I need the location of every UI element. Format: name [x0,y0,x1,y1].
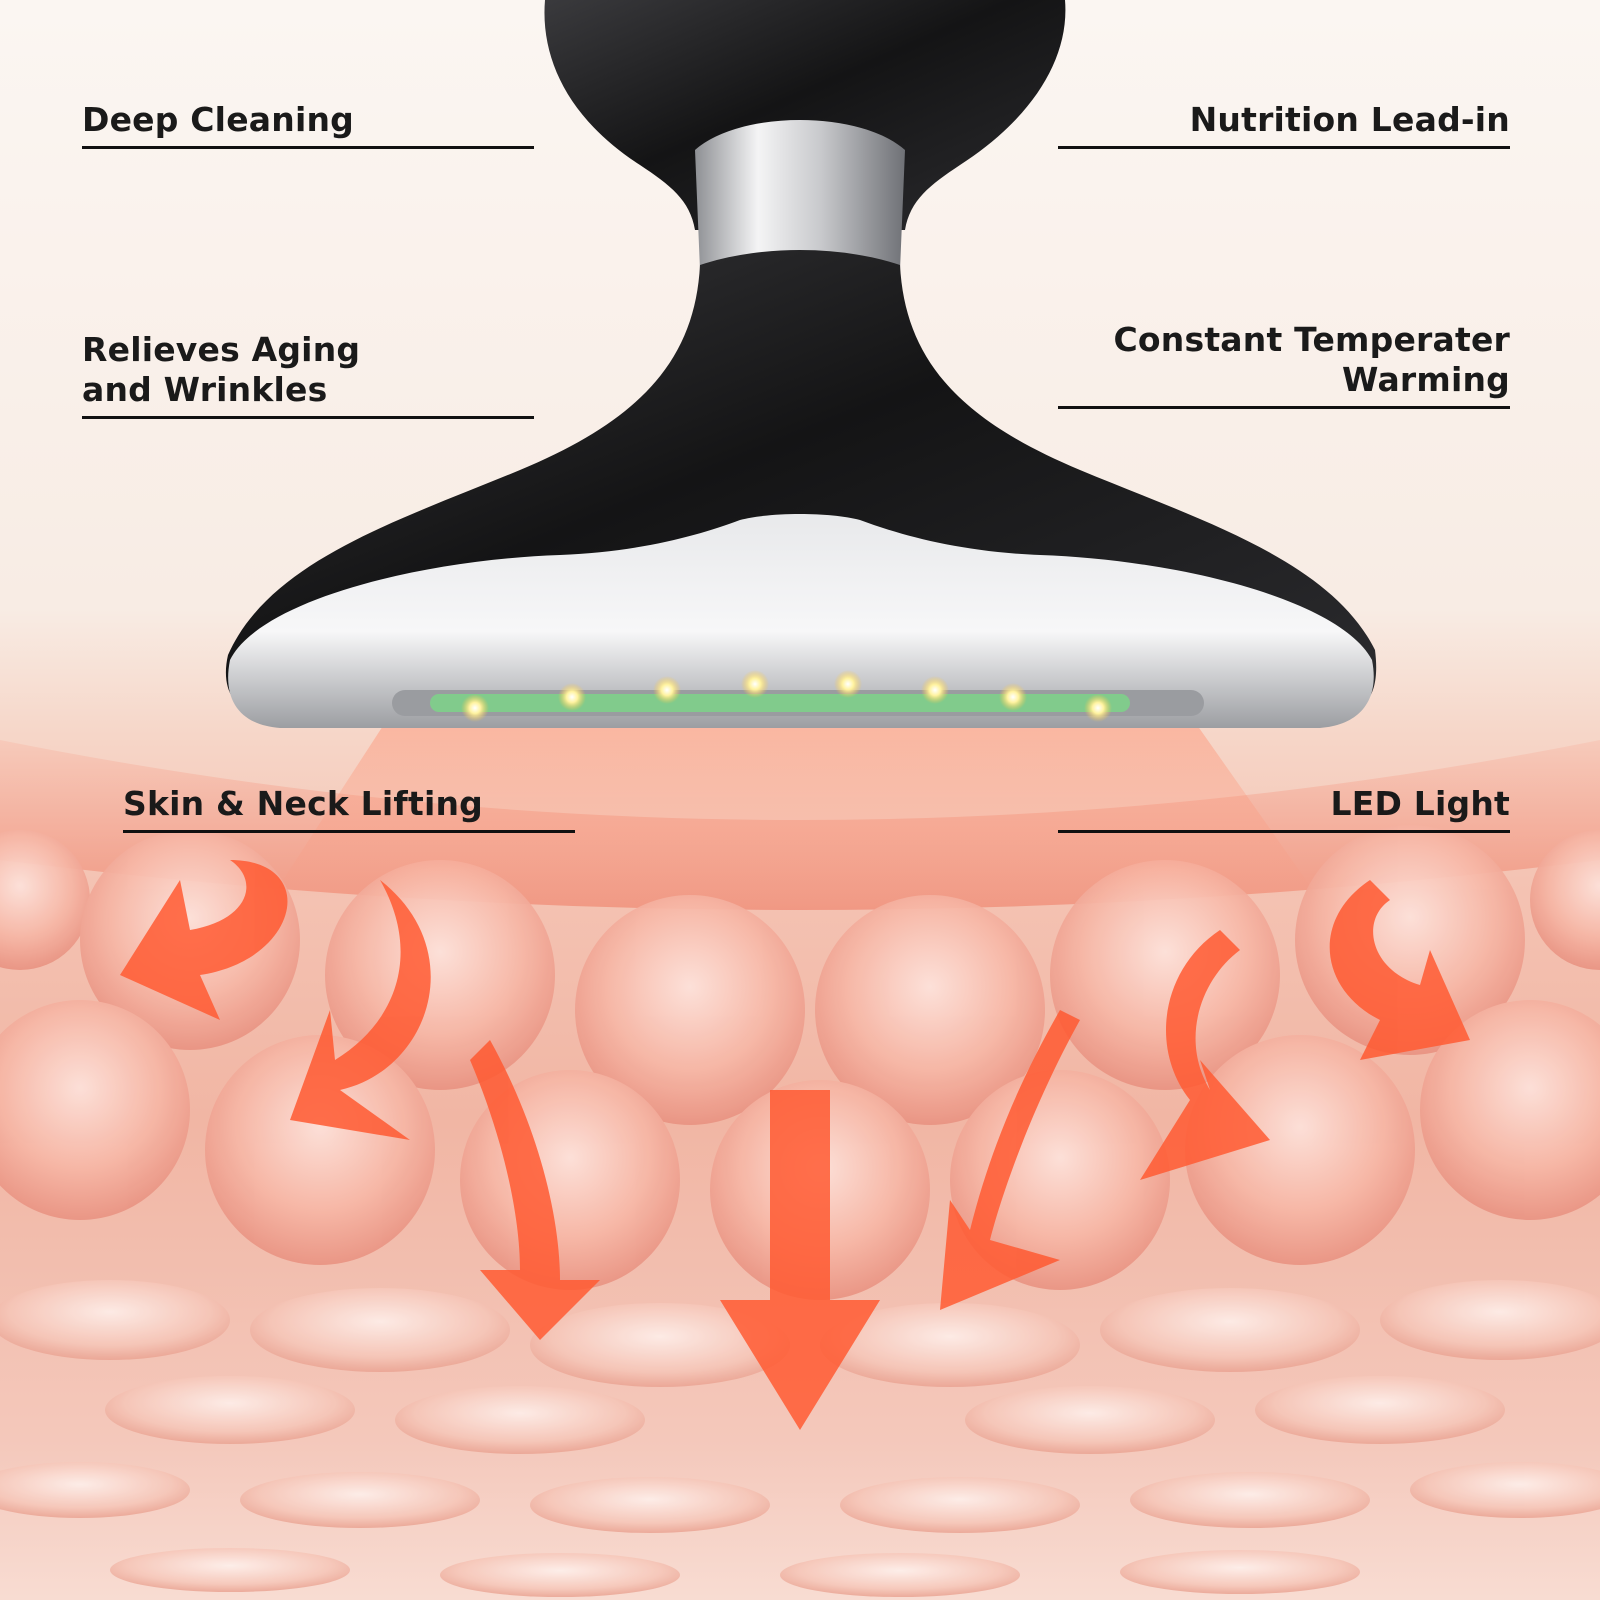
feature-relieves-aging: Relieves Aging and Wrinkles [82,330,534,419]
arrow-left-3 [470,1040,600,1340]
feature-label: Deep Cleaning [82,100,354,139]
device-handle [544,0,1066,230]
light-beam [270,715,1320,900]
skin-cells-upper [0,825,1600,1300]
feature-label: Nutrition Lead-in [1189,100,1510,139]
feature-label: Constant Temperater Warming [1113,320,1510,399]
neck-massager-device [225,0,1377,728]
feature-led-light: LED Light [1058,784,1510,833]
device-chrome-plate [228,514,1374,728]
arrow-left-2 [290,880,431,1140]
feature-underline [1058,406,1510,409]
feature-label: LED Light [1330,784,1510,823]
arrow-down-center [720,1090,880,1430]
device-chrome-band [695,120,905,270]
arrow-right-2 [1140,930,1270,1180]
arrow-right-1 [1329,880,1470,1060]
feature-underline [1058,146,1510,149]
arrow-left-1 [120,860,288,1020]
feature-constant-temperature: Constant Temperater Warming [1058,320,1510,409]
penetration-arrows [120,860,1470,1430]
feature-underline [82,146,534,149]
led-strip [430,694,1130,712]
feature-underline [82,416,534,419]
skin-cells-lower [0,1280,1600,1597]
arrow-right-3 [940,1010,1080,1310]
feature-label: Relieves Aging and Wrinkles [82,330,361,409]
feature-label: Skin & Neck Lifting [123,784,483,823]
feature-underline [1058,830,1510,833]
feature-deep-cleaning: Deep Cleaning [82,100,534,149]
feature-skin-neck-lifting: Skin & Neck Lifting [123,784,575,833]
feature-underline [123,830,575,833]
led-dots [461,670,1112,722]
feature-nutrition-lead-in: Nutrition Lead-in [1058,100,1510,149]
